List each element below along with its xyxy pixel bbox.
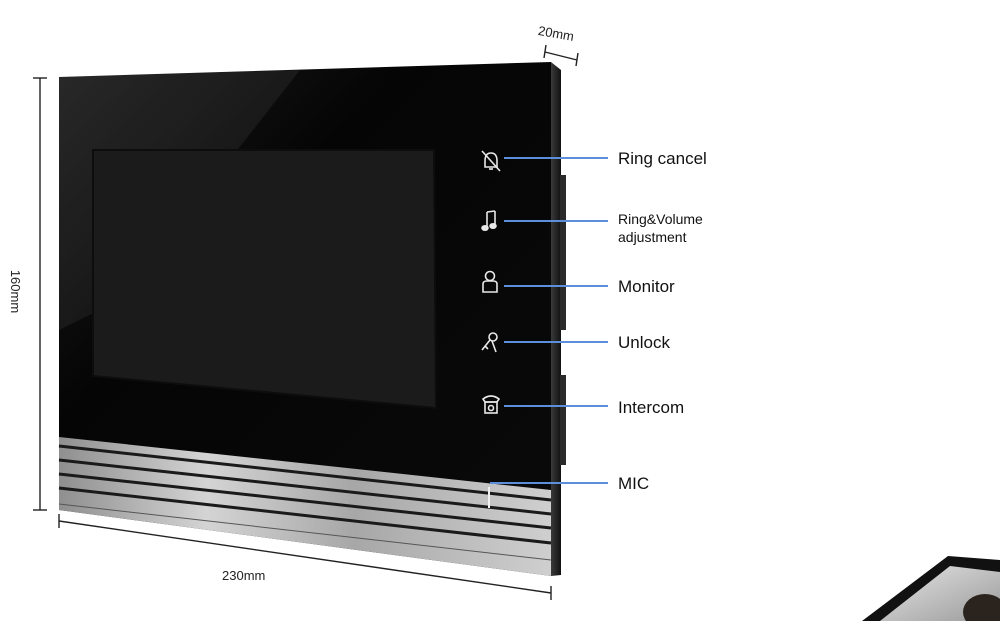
key-icon (481, 332, 498, 353)
height-dimension-label: 160mm (8, 269, 24, 314)
ring-volume-label-line1: Ring&Volume (618, 211, 703, 227)
ring-volume-label-line2: adjustment (618, 229, 687, 245)
device-side-edge (551, 62, 566, 576)
music-note-icon (481, 210, 497, 232)
brushed-metal-strip (58, 437, 552, 576)
width-dimension-label: 230mm (222, 568, 266, 583)
bell-off-icon (481, 150, 501, 172)
monitor-label: Monitor (618, 277, 675, 296)
dimension-lines (33, 44, 579, 600)
person-icon (482, 270, 498, 293)
display-screen (92, 149, 438, 410)
intercom-label: Intercom (618, 398, 685, 417)
leader-lines (490, 157, 608, 484)
unlock-label: Unlock (618, 333, 670, 352)
second-device-corner (862, 556, 1000, 621)
phone-icon (481, 395, 501, 414)
mic-label: MIC (618, 474, 650, 493)
ring-cancel-label: Ring cancel (618, 149, 707, 168)
